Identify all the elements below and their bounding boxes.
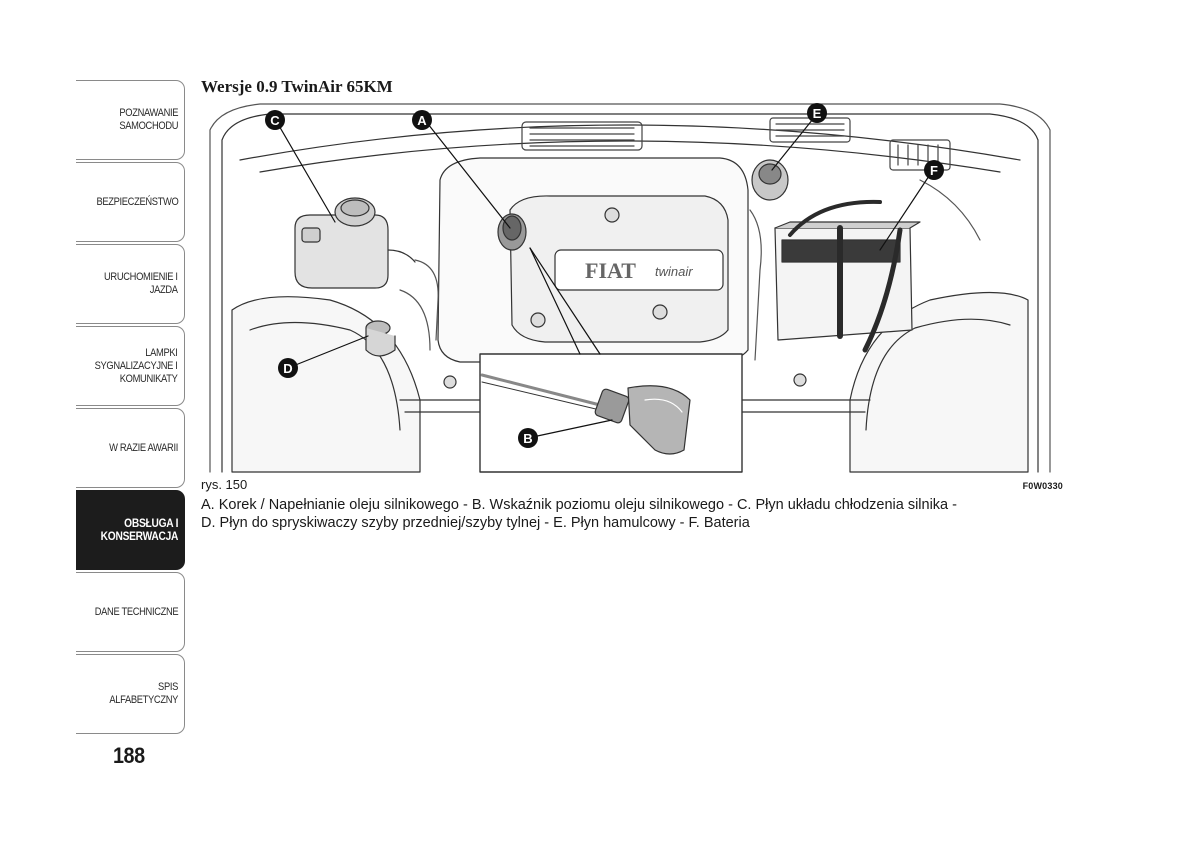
caption-line: D. Płyn do spryskiwaczy szyby przedniej/… [201, 515, 750, 531]
tab-w-razie-awarii[interactable]: W RAZIE AWARII [76, 408, 185, 488]
tab-spis-alfabetyczny[interactable]: SPIS ALFABETYCZNY [76, 654, 185, 734]
right-wheel-arch [849, 291, 1029, 473]
page-number: 188 [113, 743, 145, 768]
dipstick-handle [594, 385, 691, 455]
tab-label: W RAZIE AWARII [109, 441, 178, 454]
callout-c: C [265, 110, 285, 130]
callout-b: B [518, 428, 538, 448]
coolant-reservoir [294, 197, 416, 289]
figure-code: F0W0330 [1022, 481, 1063, 491]
tab-label: URUCHOMIENIE I JAZDA [104, 271, 178, 296]
svg-text:C: C [270, 113, 280, 128]
svg-text:B: B [523, 431, 532, 446]
figure-number: rys. 150 [201, 477, 248, 492]
twinair-logo: twinair [655, 264, 693, 279]
tab-label: DANE TECHNICZNE [94, 605, 178, 618]
svg-text:F: F [930, 163, 938, 178]
callout-a: A [412, 110, 432, 130]
callout-f: F [924, 160, 944, 180]
callout-e: E [807, 103, 827, 123]
leader-lines [277, 113, 934, 439]
tab-label: POZNAWANIE SAMOCHODU [119, 107, 178, 132]
callout-d: D [278, 358, 298, 378]
svg-text:A: A [417, 113, 427, 128]
dipstick-inset [479, 353, 743, 473]
tab-bezpieczenstwo[interactable]: BEZPIECZEŃSTWO [76, 162, 185, 242]
tab-poznawanie-samochodu[interactable]: POZNAWANIE SAMOCHODU [76, 80, 185, 160]
tab-obsluga-i-konserwacja[interactable]: OBSŁUGA I KONSERWACJA [76, 490, 185, 570]
tab-label: SPIS ALFABETYCZNY [109, 681, 178, 706]
figure-caption: A. Korek / Napełnianie oleju silnikowego… [201, 496, 1051, 532]
tab-uruchomienie-i-jazda[interactable]: URUCHOMIENIE I JAZDA [76, 244, 185, 324]
engine-bay-frame [209, 103, 1051, 473]
brake-fluid-reservoir [751, 159, 789, 201]
tab-label: LAMPKI SYGNALIZACYJNE I KOMUNIKATY [95, 346, 178, 385]
tab-label: BEZPIECZEŃSTWO [96, 195, 178, 208]
section-heading: Wersje 0.9 TwinAir 65KM [201, 77, 393, 96]
pipes [399, 179, 981, 361]
svg-text:E: E [813, 106, 822, 121]
caption-line: A. Korek / Napełnianie oleju silnikowego… [201, 497, 957, 513]
left-wheel-arch [231, 296, 421, 473]
chapter-tabs: POZNAWANIE SAMOCHODU BEZPIECZEŃSTWO URUC… [76, 80, 185, 736]
washer-fluid-filler [365, 320, 396, 357]
oil-filler-cap [497, 213, 527, 251]
battery [774, 199, 921, 353]
fiat-logo: FIAT [585, 258, 636, 283]
engine-block: FIAT twinair [437, 157, 749, 363]
tab-label: OBSŁUGA I KONSERWACJA [100, 516, 179, 543]
svg-text:D: D [283, 361, 292, 376]
tab-lampki-sygnalizacyjne[interactable]: LAMPKI SYGNALIZACYJNE I KOMUNIKATY [76, 326, 185, 406]
engine-bay-illustration: FIAT twinair [209, 103, 1051, 473]
tab-dane-techniczne[interactable]: DANE TECHNICZNE [76, 572, 185, 652]
